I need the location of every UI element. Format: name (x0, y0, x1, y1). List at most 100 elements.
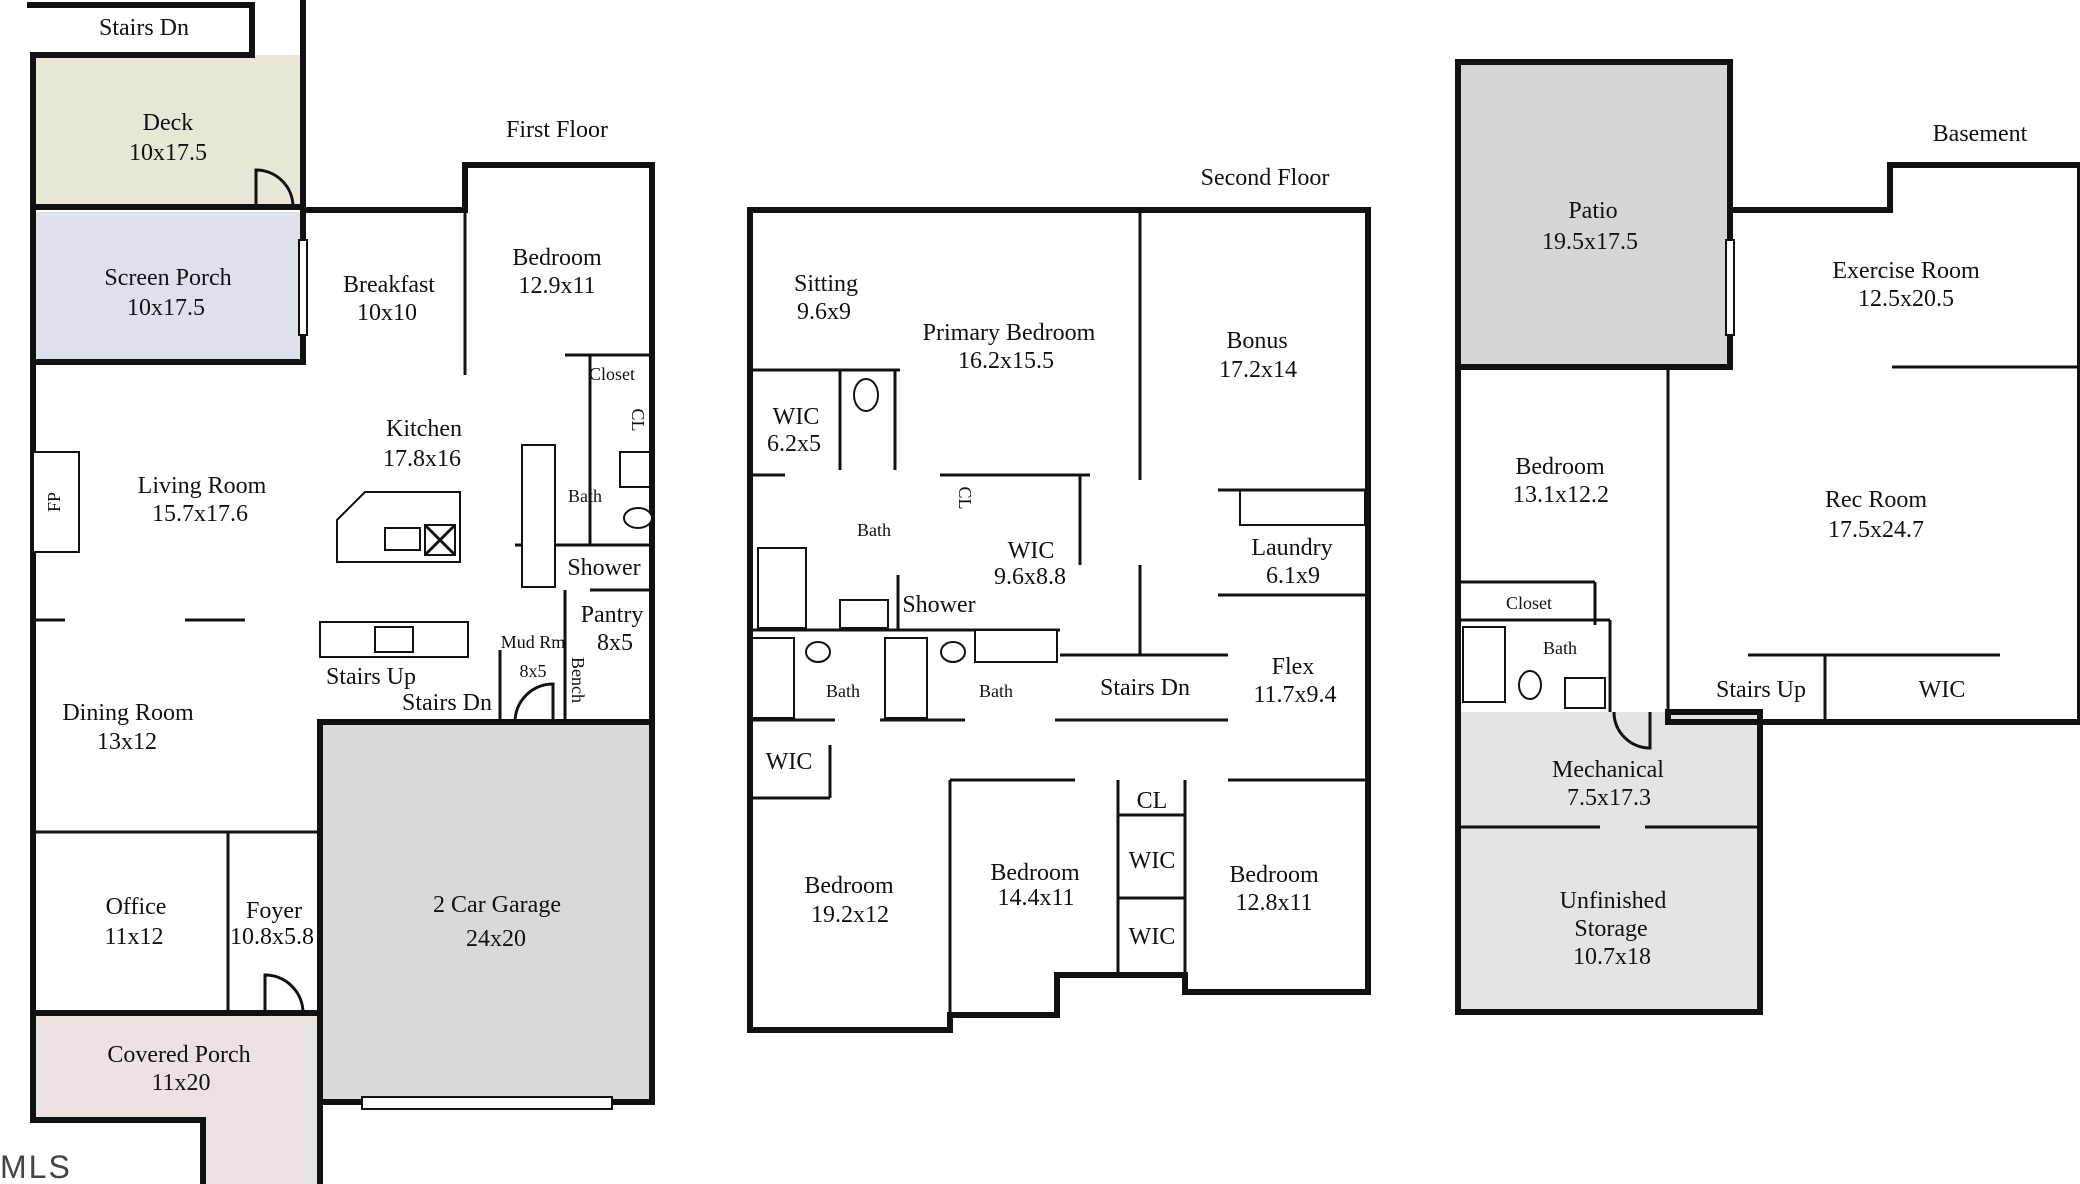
foyer-size: 10.8x5.8 (230, 924, 314, 950)
wic-second-label: WIC (1008, 538, 1055, 564)
stairs-up-basement-label: Stairs Up (1716, 677, 1806, 703)
laundry-size: 6.1x9 (1266, 563, 1320, 589)
patio-size: 19.5x17.5 (1542, 229, 1638, 255)
closet-basement-label: Closet (1506, 593, 1552, 613)
bedroom-basement-size: 13.1x12.2 (1513, 482, 1609, 508)
fireplace (32, 451, 80, 553)
wic-basement-label: WIC (1919, 677, 1966, 703)
patio-slider (1725, 239, 1735, 336)
deck-label: Deck (143, 110, 194, 136)
toilet-icon (623, 507, 653, 529)
tub-icon (757, 547, 807, 629)
patio-label: Patio (1568, 198, 1617, 224)
vanity-left (839, 599, 889, 629)
tub-basement (1462, 626, 1506, 703)
sitting-size: 9.6x9 (797, 299, 851, 325)
second-floor-outer-wall (747, 207, 1371, 1033)
stairs-dn-top-label: Stairs Dn (99, 15, 189, 41)
bonus-size: 17.2x14 (1219, 357, 1297, 383)
sitting-label: Sitting (794, 271, 858, 297)
toilet-primary (853, 378, 879, 412)
covered-porch-fill (33, 1013, 320, 1184)
garage-label: 2 Car Garage (433, 892, 561, 918)
wic-primary-label: WIC (773, 404, 820, 430)
toilet-left (805, 641, 831, 663)
shower-second-label: Shower (902, 592, 975, 618)
primary-bedroom-label: Primary Bedroom (923, 320, 1096, 346)
foyer-door (263, 973, 305, 1014)
shower-right (884, 637, 928, 719)
kitchen-size: 17.8x16 (383, 446, 461, 472)
cl-second-label: CL (955, 486, 975, 509)
mud-rm-size: 8x5 (520, 661, 547, 681)
bonus-label: Bonus (1226, 328, 1287, 354)
pantry-label: Pantry (581, 602, 644, 628)
stairs-dn-first-label: Stairs Dn (402, 690, 492, 716)
mudroom-door (513, 682, 555, 723)
unfinished-storage-label-2: Storage (1574, 916, 1647, 942)
bath-second-b-label: Bath (979, 681, 1013, 701)
cl-third-label: CL (1137, 788, 1168, 814)
sink-icon (384, 527, 421, 551)
bath-primary-label: Bath (857, 520, 891, 540)
garage-size: 24x20 (466, 926, 526, 952)
bath-basement-label: Bath (1543, 638, 1577, 658)
breakfast-label: Breakfast (343, 272, 435, 298)
bedroom-19-size: 19.2x12 (811, 902, 889, 928)
office-size: 11x12 (104, 924, 163, 950)
unfinished-storage-size: 10.7x18 (1573, 944, 1651, 970)
shower-first-label: Shower (567, 555, 640, 581)
bedroom-14-label: Bedroom (990, 860, 1080, 886)
bedroom-12-size: 12.8x11 (1235, 890, 1312, 916)
exercise-room-size: 12.5x20.5 (1858, 286, 1954, 312)
rec-room-size: 17.5x24.7 (1828, 517, 1924, 543)
stairs-dn-top-wall (27, 2, 255, 58)
kitchen-label: Kitchen (386, 416, 462, 442)
wic-mid-b-label: WIC (1129, 924, 1176, 950)
exercise-room-label: Exercise Room (1832, 258, 1980, 284)
first-floor (27, 0, 655, 1184)
breakfast-size: 10x10 (357, 300, 417, 326)
basement (1455, 59, 2080, 1015)
basement-outer-wall (1455, 162, 2080, 1015)
patio-wall (1455, 59, 1733, 370)
laundry-label: Laundry (1251, 535, 1332, 561)
second-floor-title: Second Floor (1201, 165, 1330, 191)
garage-fill (320, 722, 650, 1102)
deck-door (254, 168, 295, 208)
second-floor (747, 207, 1371, 1033)
bench-label: Bench (568, 657, 588, 703)
foyer-label: Foyer (246, 898, 302, 924)
deck-size: 10x17.5 (129, 140, 207, 166)
wic-left-label: WIC (766, 749, 813, 775)
first-floor-title: First Floor (506, 117, 608, 143)
wic-primary-size: 6.2x5 (767, 431, 821, 457)
shower-left (751, 637, 795, 719)
cl-first-label: CL (628, 408, 648, 431)
living-room-size: 15.7x17.6 (152, 501, 248, 527)
screen-porch-label: Screen Porch (104, 265, 231, 291)
covered-porch-wall (30, 1010, 206, 1184)
closet-first-label: Closet (589, 364, 635, 384)
kitchen-counter (521, 444, 556, 588)
screen-porch-fill (33, 212, 303, 362)
screen-porch-size: 10x17.5 (127, 295, 205, 321)
stairs-dn-second-label: Stairs Dn (1100, 675, 1190, 701)
covered-porch-label: Covered Porch (107, 1042, 250, 1068)
bedroom-19-label: Bedroom (804, 873, 894, 899)
toilet-basement (1518, 670, 1542, 700)
unfinished-storage-label: Unfinished (1560, 888, 1667, 914)
dishwasher-cross-2 (423, 523, 457, 557)
cooktop-icon (374, 626, 414, 653)
deck-fill (33, 55, 303, 207)
mechanical-fill (1458, 712, 1760, 827)
garage-door (361, 1096, 613, 1110)
bedroom-first-label: Bedroom (512, 245, 602, 271)
screen-porch-slider (298, 239, 308, 336)
patio-fill (1458, 62, 1730, 367)
wic-second-size: 9.6x8.8 (994, 564, 1066, 590)
mechanical-door (1612, 711, 1652, 750)
dining-room-size: 13x12 (97, 729, 157, 755)
laundry-counter (1239, 489, 1366, 526)
